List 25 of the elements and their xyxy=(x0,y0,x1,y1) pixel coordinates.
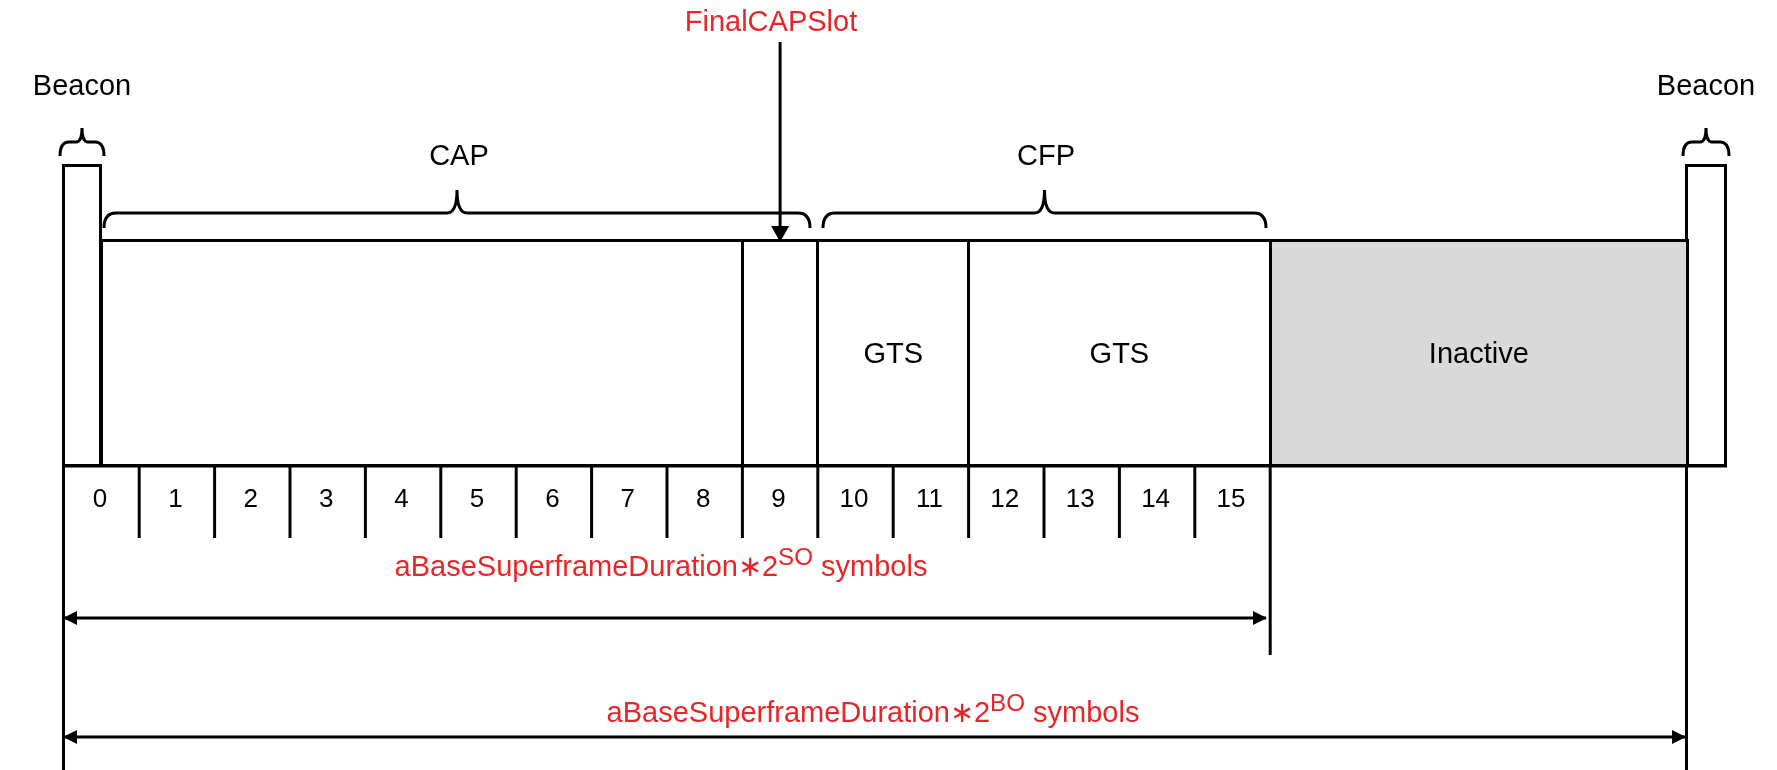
dimension-label: aBaseSuperframeDuration∗2$^{SO}$ symbols xyxy=(394,544,928,583)
slot-number: 3 xyxy=(318,484,334,513)
period-label: CAP xyxy=(429,140,489,172)
slot-number: 1 xyxy=(168,484,183,513)
dimension-label: aBaseSuperframeDuration∗2$^{BO}$ symbols xyxy=(606,690,1140,729)
slot-number: 15 xyxy=(1216,484,1246,513)
arrow xyxy=(771,42,790,242)
callout-label: FinalCAPSlot xyxy=(684,6,858,38)
slot-number: 4 xyxy=(394,484,409,513)
period-label: CFP xyxy=(1017,140,1075,172)
slot-number: 2 xyxy=(243,484,259,513)
slot-number: 12 xyxy=(990,484,1020,513)
slot-number: 6 xyxy=(545,484,560,513)
slot-number: 0 xyxy=(92,484,108,513)
slot-number: 10 xyxy=(839,484,869,513)
beacon-label: Beacon xyxy=(32,70,132,102)
beacon-label: Beacon xyxy=(1656,70,1756,102)
cap-region xyxy=(100,239,744,467)
slot-number: 5 xyxy=(469,484,485,513)
slot-number: 9 xyxy=(771,484,786,513)
slot-number: 11 xyxy=(915,484,943,513)
slot-number: 8 xyxy=(695,484,711,513)
slot-number: 14 xyxy=(1141,484,1171,513)
slot-number: 7 xyxy=(620,484,636,513)
slot-number: 13 xyxy=(1065,484,1095,513)
